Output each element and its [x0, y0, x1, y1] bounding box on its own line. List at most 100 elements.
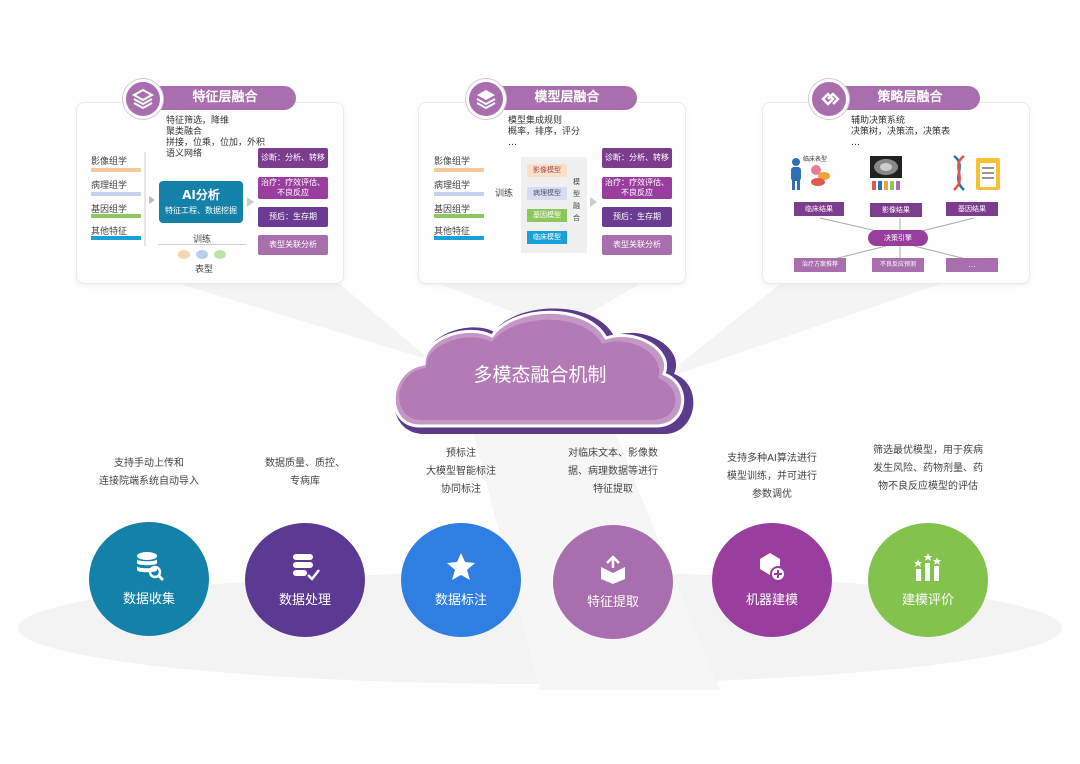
p2-model-3: 临床模型	[527, 231, 567, 244]
step-description-line: 参数调优	[752, 489, 792, 500]
step-circle-0[interactable]: 数据收集	[89, 522, 209, 636]
p1-input-1: 病理组学	[91, 181, 128, 191]
diamond-link-icon	[809, 79, 849, 119]
p3-decision-2: …	[946, 258, 998, 272]
p3-engine: 决策引擎	[868, 230, 928, 246]
step-description-line: 数据质量、质控、	[265, 458, 345, 469]
p2-input-0: 影像组学	[434, 157, 471, 167]
p2-bar-3	[434, 236, 484, 240]
panel2-title: 模型层融合	[497, 86, 637, 110]
p2-out-1: 治疗：疗效评估、不良反应	[602, 177, 672, 199]
step-label: 数据处理	[278, 593, 331, 608]
p3-result-2: 基因结果	[946, 202, 998, 216]
step-label: 数据标注	[434, 593, 487, 608]
step-description-3: 对临床文本、影像数据、病理数据等进行特征提取	[523, 445, 703, 499]
layers-cube-icon	[123, 79, 163, 119]
p1-bar-0	[91, 168, 141, 172]
p2-out-0: 诊断：分析、转移	[602, 148, 672, 168]
p1-input-3: 其他特征	[91, 227, 128, 237]
p1-core-sub: 特征工程、数据挖掘	[165, 206, 237, 215]
p1-core-box: AI分析 特征工程、数据挖掘	[159, 181, 243, 223]
step-description-line: 对临床文本、影像数	[568, 448, 658, 459]
step-description-2: 预标注大模型智能标注协同标注	[371, 445, 551, 499]
panel3-title: 策略层融合	[840, 86, 980, 110]
step-description-line: 筛选最优模型，用于疾病	[873, 445, 983, 456]
database-search-icon	[133, 550, 165, 582]
step-description-line: 特征提取	[593, 484, 633, 495]
p1-brace	[144, 152, 155, 246]
step-description-line: 发生风险、药物剂量、药	[873, 463, 983, 474]
step-label: 数据收集	[122, 592, 175, 607]
p1-out-0: 诊断：分析、转移	[258, 148, 328, 168]
panel3-note: 辅助决策系统决策树，决策流，决策表…	[851, 116, 951, 148]
step-circle-3[interactable]: 特征提取	[553, 525, 673, 639]
step-circle-4[interactable]: 机器建模	[712, 523, 832, 637]
stack-layers-icon	[466, 79, 506, 119]
p1-bar-1	[91, 192, 141, 196]
step-label: 机器建模	[745, 593, 798, 608]
step-description-line: 支持多种AI算法进行	[727, 453, 817, 464]
p1-arrow-icon	[247, 197, 254, 207]
p1-bar-3	[91, 236, 141, 240]
p2-input-3: 其他特征	[434, 227, 471, 237]
box-extract-icon	[597, 553, 629, 585]
step-description-line: 模型训练，并可进行	[727, 471, 817, 482]
body-organs-icon	[791, 158, 830, 190]
p3-result-0: 临床结果	[794, 202, 844, 216]
p2-bar-1	[434, 192, 484, 196]
p1-out-3: 表型关联分析	[258, 235, 328, 255]
p3-clinical-type: 临床表型	[803, 156, 828, 163]
step-circle-2[interactable]: 数据标注	[401, 523, 521, 637]
p1-out-2: 预后：生存期	[258, 207, 328, 227]
p2-model-0: 影像模型	[527, 164, 567, 177]
step-label: 特征提取	[586, 595, 639, 610]
p1-dot-1	[196, 250, 208, 259]
panel2-note: 模型集成规则概率，排序，评分…	[508, 116, 581, 148]
step-description-line: 连接院端系统自动导入	[99, 476, 199, 487]
p3-decision-1: 不良反应预测	[872, 258, 924, 272]
p2-fusion-label: 模型 融合	[573, 178, 580, 222]
p2-model-2: 基因模型	[527, 209, 567, 222]
p1-dot-2	[214, 250, 226, 259]
database-check-icon	[289, 551, 321, 583]
p3-decision-0: 治疗方案推荐	[794, 258, 846, 272]
step-description-4: 支持多种AI算法进行模型训练，并可进行参数调优	[682, 450, 862, 504]
step-description-5: 筛选最优模型，用于疾病发生风险、药物剂量、药物不良反应模型的评估	[838, 442, 1018, 496]
p1-divider	[158, 244, 246, 245]
p2-bar-0	[434, 168, 484, 172]
step-description-line: 物不良反应模型的评估	[878, 481, 978, 492]
p1-phenotype: 表型	[195, 265, 214, 275]
p2-input-1: 病理组学	[434, 181, 471, 191]
panel1-title: 特征层融合	[154, 86, 296, 110]
step-description-line: 大模型智能标注	[426, 466, 496, 477]
step-label: 建模评价	[901, 593, 954, 608]
p2-model-1: 病理模型	[527, 187, 567, 200]
bar-chart-stars-icon	[912, 551, 944, 583]
center-label: 多模态融合机制	[473, 364, 607, 386]
step-description-line: 预标注	[446, 448, 476, 459]
p1-bar-2	[91, 214, 141, 218]
p3-result-1: 影像结果	[870, 203, 922, 217]
p1-core-title: AI分析	[182, 188, 220, 202]
step-description-line: 专病库	[290, 476, 320, 487]
step-description-line: 据、病理数据等进行	[568, 466, 658, 477]
p1-input-0: 影像组学	[91, 157, 128, 167]
p1-out-1: 治疗：疗效评估、不良反应	[258, 177, 328, 199]
step-description-line: 支持手动上传和	[114, 458, 184, 469]
p3-flow-lines	[819, 217, 975, 261]
step-description-0: 支持手动上传和连接院端系统自动导入	[59, 455, 239, 491]
step-description-1: 数据质量、质控、专病库	[215, 455, 395, 491]
step-circle-1[interactable]: 数据处理	[245, 523, 365, 637]
cloud-shape	[392, 308, 694, 434]
p1-input-2: 基因组学	[91, 205, 128, 215]
hexagon-plus-icon	[756, 551, 788, 583]
step-circle-5[interactable]: 建模评价	[868, 523, 988, 637]
dna-report-icon	[953, 154, 1000, 191]
p2-input-2: 基因组学	[434, 205, 471, 215]
p2-train: 训练	[495, 189, 514, 199]
p1-dot-0	[178, 250, 190, 259]
panel1-note: 特征筛选，降维聚类融合 拼接，位乘，位加，外积语义网络	[166, 116, 266, 159]
p2-bar-2	[434, 214, 484, 218]
star-badge-icon	[445, 551, 477, 583]
step-description-line: 协同标注	[441, 484, 481, 495]
